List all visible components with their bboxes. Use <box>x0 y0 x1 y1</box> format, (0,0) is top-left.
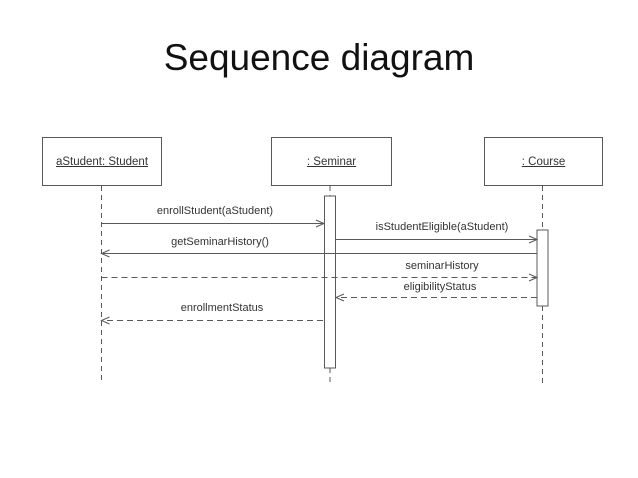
arrowhead-eligibilitystatus <box>334 293 345 302</box>
message-label-seminarhistory: seminarHistory <box>405 260 479 272</box>
arrowhead-enrollmentstatus <box>100 316 110 325</box>
slide-title: Sequence diagram <box>163 37 475 78</box>
actor-label-course: : Course <box>521 155 566 168</box>
activation-bar-course <box>536 229 549 307</box>
arrowhead-seminarhistory <box>528 273 539 282</box>
activation-bar-seminar <box>324 195 336 369</box>
message-label-isstudenteligible: isStudentEligible(aStudent) <box>375 221 509 233</box>
message-label-enrollstudent: enrollStudent(aStudent) <box>156 205 274 217</box>
actor-box-course: : Course <box>484 137 603 186</box>
message-label-getseminarhistory: getSeminarHistory() <box>171 236 269 248</box>
arrowhead-getseminarhistory <box>100 249 110 258</box>
arrowhead-isstudenteligible <box>528 235 539 244</box>
message-label-enrollmentstatus: enrollmentStatus <box>180 302 264 314</box>
actor-label-seminar: : Seminar <box>306 155 357 168</box>
message-label-eligibilitystatus: eligibilityStatus <box>403 281 477 293</box>
actor-box-seminar: : Seminar <box>271 137 392 186</box>
actor-box-student: aStudent: Student <box>42 137 162 186</box>
arrowhead-enrollstudent <box>315 219 326 228</box>
actor-label-student: aStudent: Student <box>55 155 149 168</box>
